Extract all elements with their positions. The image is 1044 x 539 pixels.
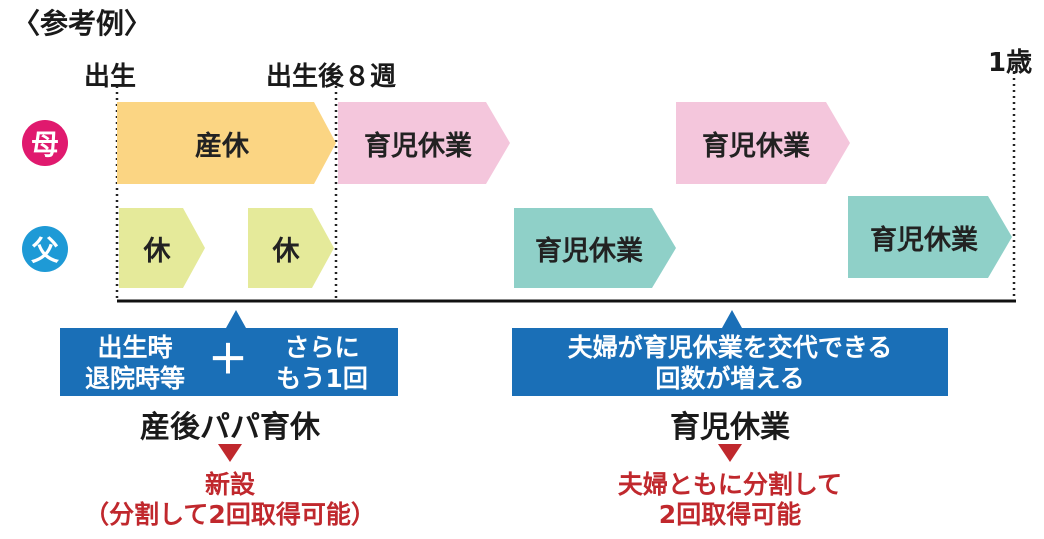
left-caption-title: 産後パパ育休	[140, 410, 320, 445]
right-caption-title: 育児休業	[670, 410, 790, 445]
birth-label: 出生	[84, 62, 137, 92]
right-note-line1: 夫婦ともに分割して	[617, 470, 843, 499]
right-callout-line2: 回数が増える	[655, 364, 805, 393]
father-leave-block-1	[514, 208, 676, 288]
mother-badge: 母	[22, 120, 68, 166]
father-short-block-1	[119, 208, 205, 288]
maternity-leave-block	[117, 102, 336, 184]
right-callout-text: 夫婦が育児休業を交代できる 回数が増える	[512, 332, 948, 394]
father-short-block-2	[248, 208, 334, 288]
left-note-line2: （分割して2回取得可能）	[84, 500, 376, 529]
diagram-title: 〈参考例〉	[12, 7, 153, 40]
right-callout-line1: 夫婦が育児休業を交代できる	[567, 333, 893, 362]
mother-leave-block-2	[676, 102, 850, 184]
father-break-1-label: 休	[143, 235, 171, 267]
left-caption-note: 新設 （分割して2回取得可能）	[40, 470, 420, 530]
left-callout-part2: さらに もう1回	[252, 332, 392, 394]
mother-leave-block-1	[338, 102, 510, 184]
maternity-leave-label: 産休	[195, 130, 249, 162]
left-callout-line4: もう1回	[276, 364, 368, 393]
left-callout-line2: 退院時等	[84, 364, 185, 393]
right-callout-box	[512, 310, 948, 396]
father-badge: 父	[22, 226, 68, 272]
father-leave-1-label: 育児休業	[535, 235, 643, 267]
mother-leave-2-label: 育児休業	[702, 130, 810, 162]
right-down-triangle	[718, 444, 742, 462]
right-note-line2: 2回取得可能	[658, 500, 802, 529]
left-callout-part1: 出生時 退院時等	[70, 332, 200, 394]
father-break-2-label: 休	[272, 235, 300, 267]
right-caption-note: 夫婦ともに分割して 2回取得可能	[540, 470, 920, 530]
left-note-line1: 新設	[204, 470, 255, 499]
father-leave-block-2	[848, 196, 1012, 278]
left-down-triangle	[218, 444, 242, 462]
week8-label: 出生後８週	[266, 62, 397, 92]
father-leave-2-label: 育児休業	[870, 224, 978, 256]
left-callout-box	[60, 310, 398, 396]
mother-leave-1-label: 育児休業	[364, 130, 472, 162]
plus-sign: ＋	[208, 337, 248, 383]
left-callout-line1: 出生時	[97, 333, 173, 362]
left-callout-line3: さらに	[284, 333, 360, 362]
age1-label: 1歳	[988, 48, 1033, 78]
